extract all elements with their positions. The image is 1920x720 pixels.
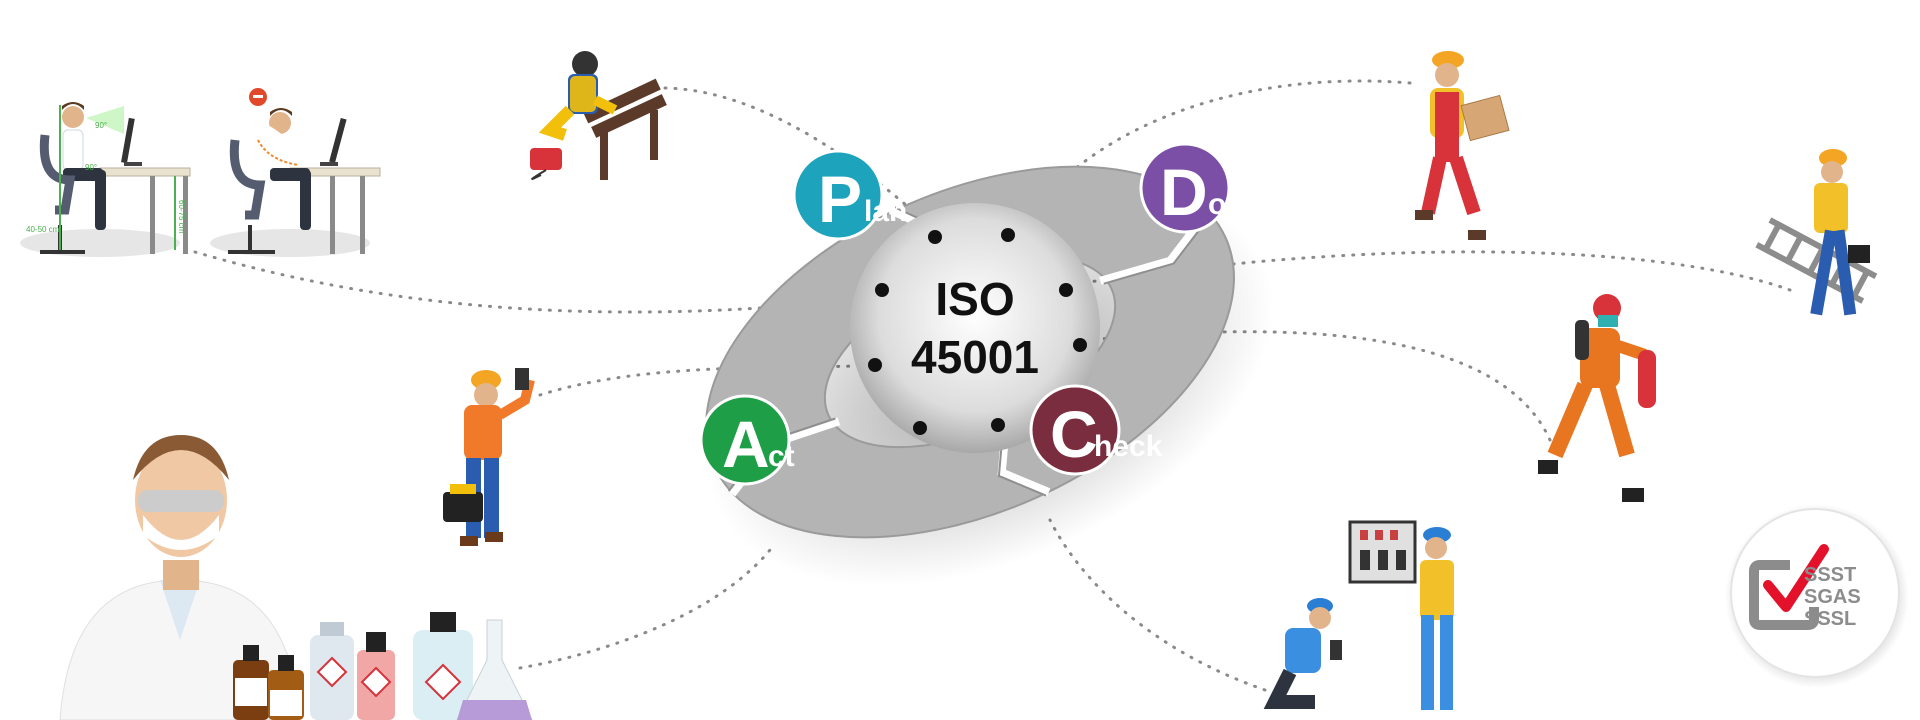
badge-do: D o <box>1139 142 1231 234</box>
check-circle <box>1029 384 1121 476</box>
badge-act: A ct <box>699 394 795 486</box>
logo-line-1: SSST <box>1804 564 1856 586</box>
logo-circle <box>1730 508 1900 678</box>
check-rest: heck <box>1094 430 1163 463</box>
plan-initial: P <box>818 162 862 236</box>
dim-seat: 40-50 cm <box>26 225 60 234</box>
hazardous-chemicals-icon <box>233 612 533 720</box>
worker-carrying-box-icon <box>1415 51 1510 240</box>
check-initial: C <box>1050 397 1098 471</box>
logo-frame-icon <box>1749 560 1819 630</box>
do-rest: o <box>1208 188 1226 221</box>
iso-center: ISO 45001 <box>850 203 1100 453</box>
badge-plan: P lan <box>792 149 907 241</box>
do-initial: D <box>1160 155 1208 229</box>
line-electricians <box>1048 518 1267 692</box>
ergonomic-workstation-icon: 60-75 cm 40-50 cm 90° 90° <box>20 88 381 257</box>
logo-line-2: SGAS <box>1804 586 1861 608</box>
do-circle <box>1139 142 1231 234</box>
line-ladder <box>1068 250 1792 292</box>
act-initial: A <box>722 407 770 481</box>
checkmark-icon <box>1763 544 1829 612</box>
act-rest: ct <box>768 440 795 473</box>
electricians-at-panel-icon <box>1263 520 1454 710</box>
line-bottles <box>518 548 772 670</box>
sphere-dots <box>868 228 1087 435</box>
act-circle <box>699 394 791 486</box>
logo-line-3: SSSL <box>1804 608 1856 630</box>
badge-check: C heck <box>1029 384 1163 476</box>
worker-with-drill-icon <box>443 368 535 546</box>
center-sphere <box>850 203 1100 453</box>
sst-logo: SSST SGAS SSSL <box>1725 504 1909 688</box>
firefighter-with-extinguisher-icon <box>1538 294 1656 502</box>
dim-height: 60-75 cm <box>177 200 186 234</box>
plan-circle <box>792 149 884 241</box>
angle-2: 90° <box>85 163 97 172</box>
welder-worker-icon <box>530 51 667 180</box>
iso-label: ISO <box>935 273 1014 325</box>
worker-with-ladder-icon <box>1755 149 1878 316</box>
angle-1: 90° <box>95 121 107 130</box>
iso-number: 45001 <box>911 331 1039 383</box>
plan-rest: lan <box>864 195 907 228</box>
line-office <box>193 250 862 314</box>
